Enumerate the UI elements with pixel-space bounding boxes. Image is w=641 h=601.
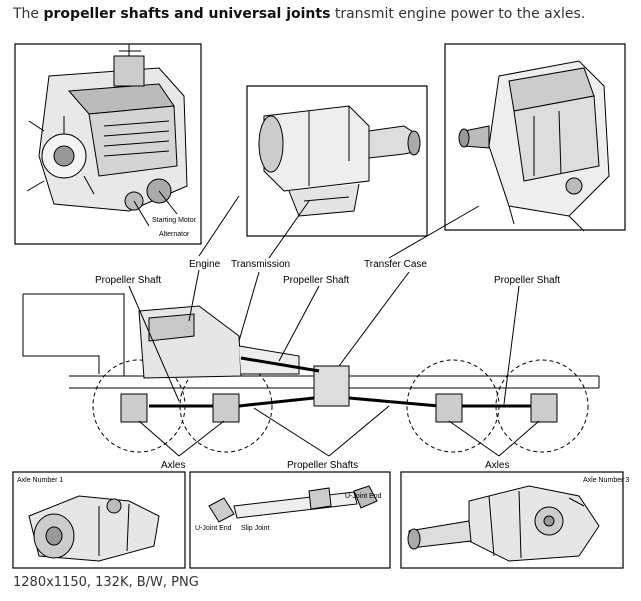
axle-number-3-label: Axle Number 3 [583, 477, 629, 484]
caption-bold: propeller shafts and universal joints [43, 6, 331, 22]
axle-3-illustration [407, 485, 600, 562]
shaft-detail-panel: U-Joint End Slip Joint U-Joint End [189, 471, 391, 569]
transfer-case-label: Transfer Case [364, 259, 427, 270]
slip-joint-label: Slip Joint [241, 525, 269, 532]
propeller-shaft-left-label: Propeller Shaft [95, 275, 161, 286]
axles-right-label: Axles [485, 460, 509, 471]
drivetrain-diagram: Starting Motor Alternator Engine Tran [9, 36, 631, 576]
leader-lines [128, 195, 540, 457]
transfer-case-panel [444, 43, 626, 232]
transmission-label: Transmission [231, 259, 290, 270]
axle-number-1-label: Axle Number 1 [17, 477, 63, 484]
transfer-case-illustration [458, 60, 610, 232]
propeller-shaft-right-label: Propeller Shaft [494, 275, 560, 286]
shaft-illustration [208, 485, 378, 523]
figure-caption: The propeller shafts and universal joint… [13, 5, 585, 23]
propeller-shafts-label: Propeller Shafts [287, 460, 358, 471]
axle-1-illustration [28, 495, 160, 562]
u-joint-end-right-label: U-Joint End [345, 493, 382, 500]
caption-prefix: The [13, 6, 44, 22]
diagram-svg: Starting Motor Alternator Engine Tran [12, 43, 629, 569]
engine-label: Engine [189, 259, 221, 270]
u-joint-end-left-label: U-Joint End [195, 525, 232, 532]
axle-3-panel: Axle Number 3 [400, 471, 629, 569]
truck-chassis [22, 293, 600, 453]
transmission-illustration [258, 105, 421, 217]
engine-panel: Starting Motor Alternator [14, 43, 202, 245]
alternator-label: Alternator [159, 231, 190, 238]
image-info: 1280x1150, 132K, B/W, PNG [13, 575, 199, 590]
caption-suffix: transmit engine power to the axles. [330, 6, 586, 22]
axle-1-panel: Axle Number 1 [12, 471, 186, 569]
axles-left-label: Axles [161, 460, 185, 471]
engine-illustration [26, 44, 188, 227]
starting-motor-label: Starting Motor [152, 217, 197, 224]
transmission-panel [246, 85, 428, 237]
propeller-shaft-mid-label: Propeller Shaft [283, 275, 349, 286]
